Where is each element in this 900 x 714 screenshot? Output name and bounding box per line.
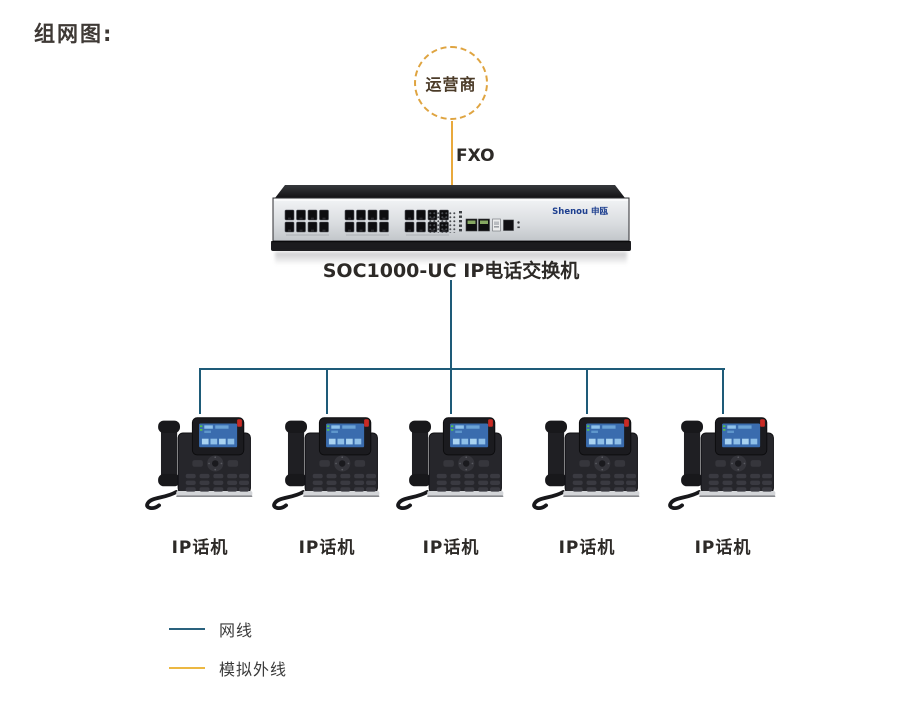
legend-item-network: 网线 xyxy=(169,618,287,640)
ip-phone-label: IP话机 xyxy=(171,538,229,558)
switch-brand-text: Shenou 申瓯 xyxy=(552,206,608,217)
legend-analog-line-swatch xyxy=(169,666,205,669)
fxo-analog-line xyxy=(451,121,453,186)
drop-line-3 xyxy=(450,369,452,414)
fxo-label: FXO xyxy=(456,146,495,166)
switch-reflection xyxy=(275,252,627,265)
legend: 网线 模拟外线 xyxy=(169,618,287,696)
carrier-node: 运营商 xyxy=(414,46,488,120)
ip-phone-image xyxy=(668,415,778,510)
page-title: 组网图: xyxy=(34,22,114,46)
ip-phone-node-3: IP话机 xyxy=(386,413,516,558)
drop-line-5 xyxy=(722,369,724,414)
legend-network-label: 网线 xyxy=(219,620,254,640)
ip-phone-image xyxy=(532,415,642,510)
drop-line-4 xyxy=(586,369,588,414)
carrier-label: 运营商 xyxy=(425,75,477,94)
ip-phone-label: IP话机 xyxy=(298,538,356,558)
pbx-switch-image: Shenou 申瓯 xyxy=(269,184,633,256)
drop-line-1 xyxy=(199,369,201,414)
switch-model-label: SOC1000-UC IP电话交换机 xyxy=(322,260,580,282)
ip-phone-node-4: IP话机 xyxy=(522,413,652,558)
ip-phone-label: IP话机 xyxy=(422,538,480,558)
ip-phone-node-5: IP话机 xyxy=(658,413,788,558)
bus-network-line xyxy=(199,368,725,370)
drop-line-2 xyxy=(326,369,328,414)
legend-network-line-swatch xyxy=(169,627,205,630)
ip-phone-image xyxy=(145,415,255,510)
legend-item-analog: 模拟外线 xyxy=(169,657,288,679)
ip-phone-node-2: IP话机 xyxy=(262,413,392,558)
trunk-network-line xyxy=(450,280,452,369)
legend-analog-label: 模拟外线 xyxy=(219,659,288,679)
switch-artwork: Shenou 申瓯 xyxy=(271,185,631,251)
ip-phone-image xyxy=(396,415,506,510)
ip-phone-node-1: IP话机 xyxy=(135,413,265,558)
ip-phone-label: IP话机 xyxy=(694,538,752,558)
ip-phone-image xyxy=(272,415,382,510)
ip-phone-label: IP话机 xyxy=(558,538,616,558)
